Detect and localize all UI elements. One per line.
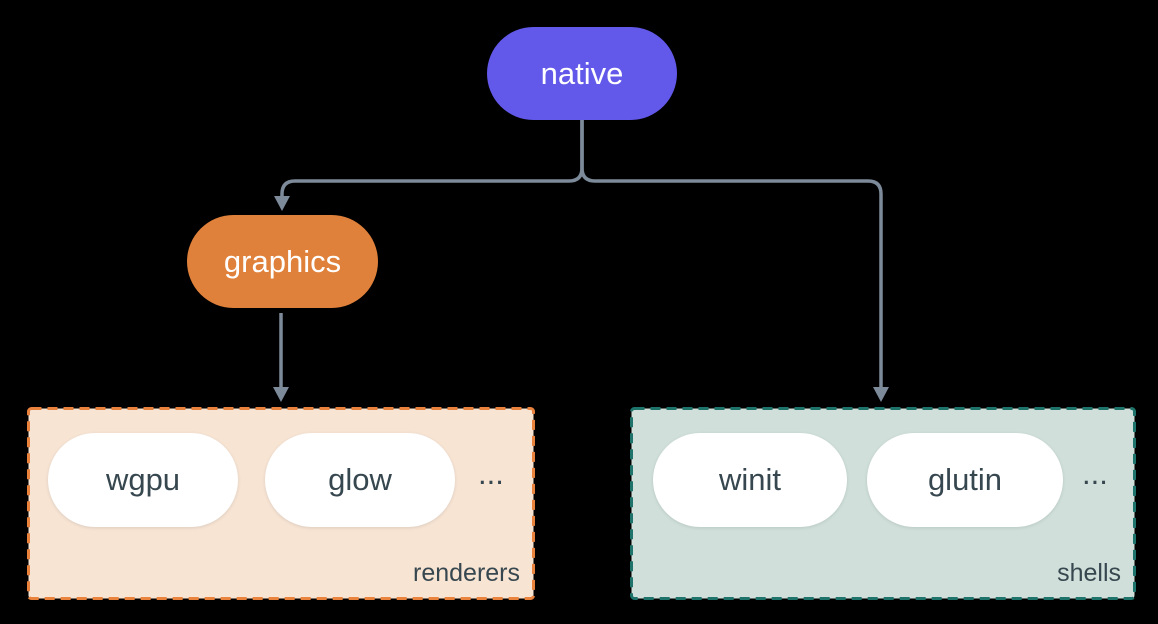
group-shells-label: shells — [1057, 559, 1121, 587]
node-graphics: graphics — [187, 215, 378, 308]
node-graphics-label: graphics — [223, 243, 342, 279]
edge-native-to-graphics — [280, 120, 584, 197]
group-renderers-label: renderers — [413, 559, 520, 587]
arrowhead-into-graphics-icon — [274, 196, 290, 211]
renderers-ellipsis: ... — [478, 456, 504, 491]
node-native: native — [487, 27, 677, 120]
node-native-label: native — [540, 55, 624, 91]
node-glow: glow — [265, 433, 455, 527]
node-winit: winit — [653, 433, 847, 527]
edge-native-to-shells — [580, 120, 883, 388]
arrowhead-into-shells-icon — [873, 387, 889, 402]
node-glow-label: glow — [328, 462, 392, 497]
node-wgpu: wgpu — [48, 433, 238, 527]
node-glutin: glutin — [867, 433, 1063, 527]
node-wgpu-label: wgpu — [105, 462, 181, 497]
arrowhead-into-renderers-icon — [273, 387, 289, 402]
node-winit-label: winit — [718, 462, 781, 497]
shells-ellipsis: ... — [1082, 456, 1108, 491]
node-glutin-label: glutin — [927, 462, 1003, 497]
